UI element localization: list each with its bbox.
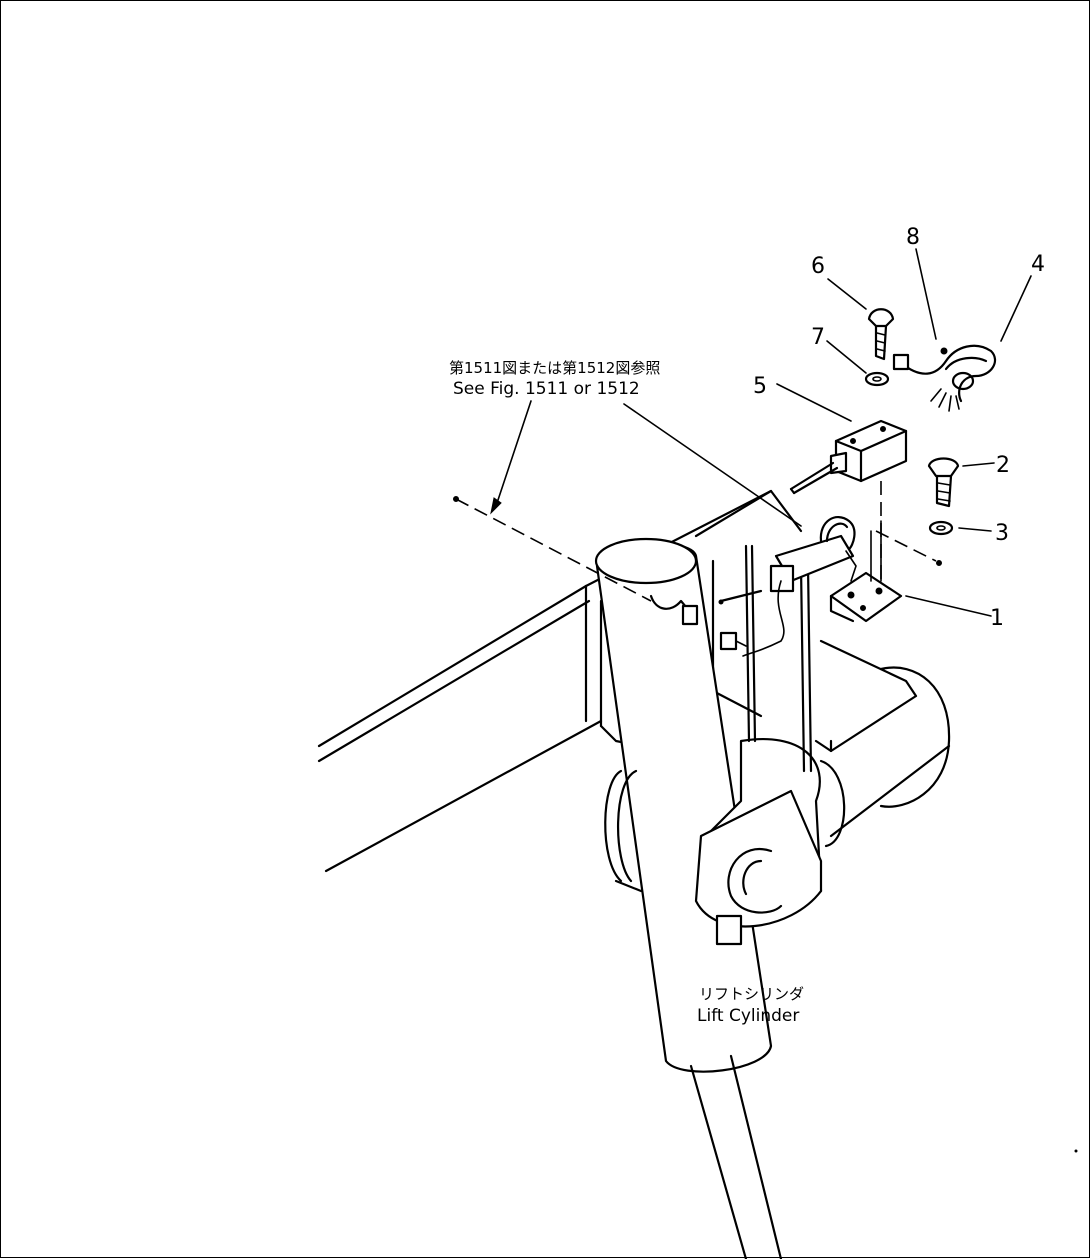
part-7-washer [864, 371, 890, 387]
switch-bracket [718, 516, 857, 657]
switch-rods [744, 544, 813, 773]
callout-6: 6 [811, 254, 825, 279]
callouts: 1 2 3 4 5 6 7 8 [753, 225, 1045, 631]
part-1-plate [829, 520, 903, 623]
callout-3: 3 [995, 521, 1009, 546]
part-2-bolt [927, 457, 960, 508]
part-3-washer [928, 520, 954, 536]
part-4-harness [892, 344, 997, 412]
cylinder-clevis [604, 738, 846, 946]
callout-4: 4 [1031, 252, 1045, 277]
part-6-screw [867, 308, 895, 361]
callout-1: 1 [990, 606, 1004, 631]
cylinder-label-jp: リフトシリンダ [699, 985, 804, 1003]
callout-7: 7 [811, 325, 825, 350]
cylinder-label: リフトシリンダ Lift Cylinder [697, 985, 804, 1026]
callout-2: 2 [996, 453, 1010, 478]
leader-lines [453, 248, 1032, 617]
cylinder-label-en: Lift Cylinder [697, 1006, 799, 1026]
reference-note: 第1511図または第1512図参照 See Fig. 1511 or 1512 [449, 359, 660, 399]
callout-5: 5 [753, 374, 767, 399]
part-5-switch [789, 419, 908, 495]
stray-dot [1074, 1149, 1078, 1153]
callout-8: 8 [906, 225, 920, 250]
reference-text-jp: 第1511図または第1512図参照 [449, 359, 660, 377]
reference-text-en: See Fig. 1511 or 1512 [453, 379, 640, 399]
